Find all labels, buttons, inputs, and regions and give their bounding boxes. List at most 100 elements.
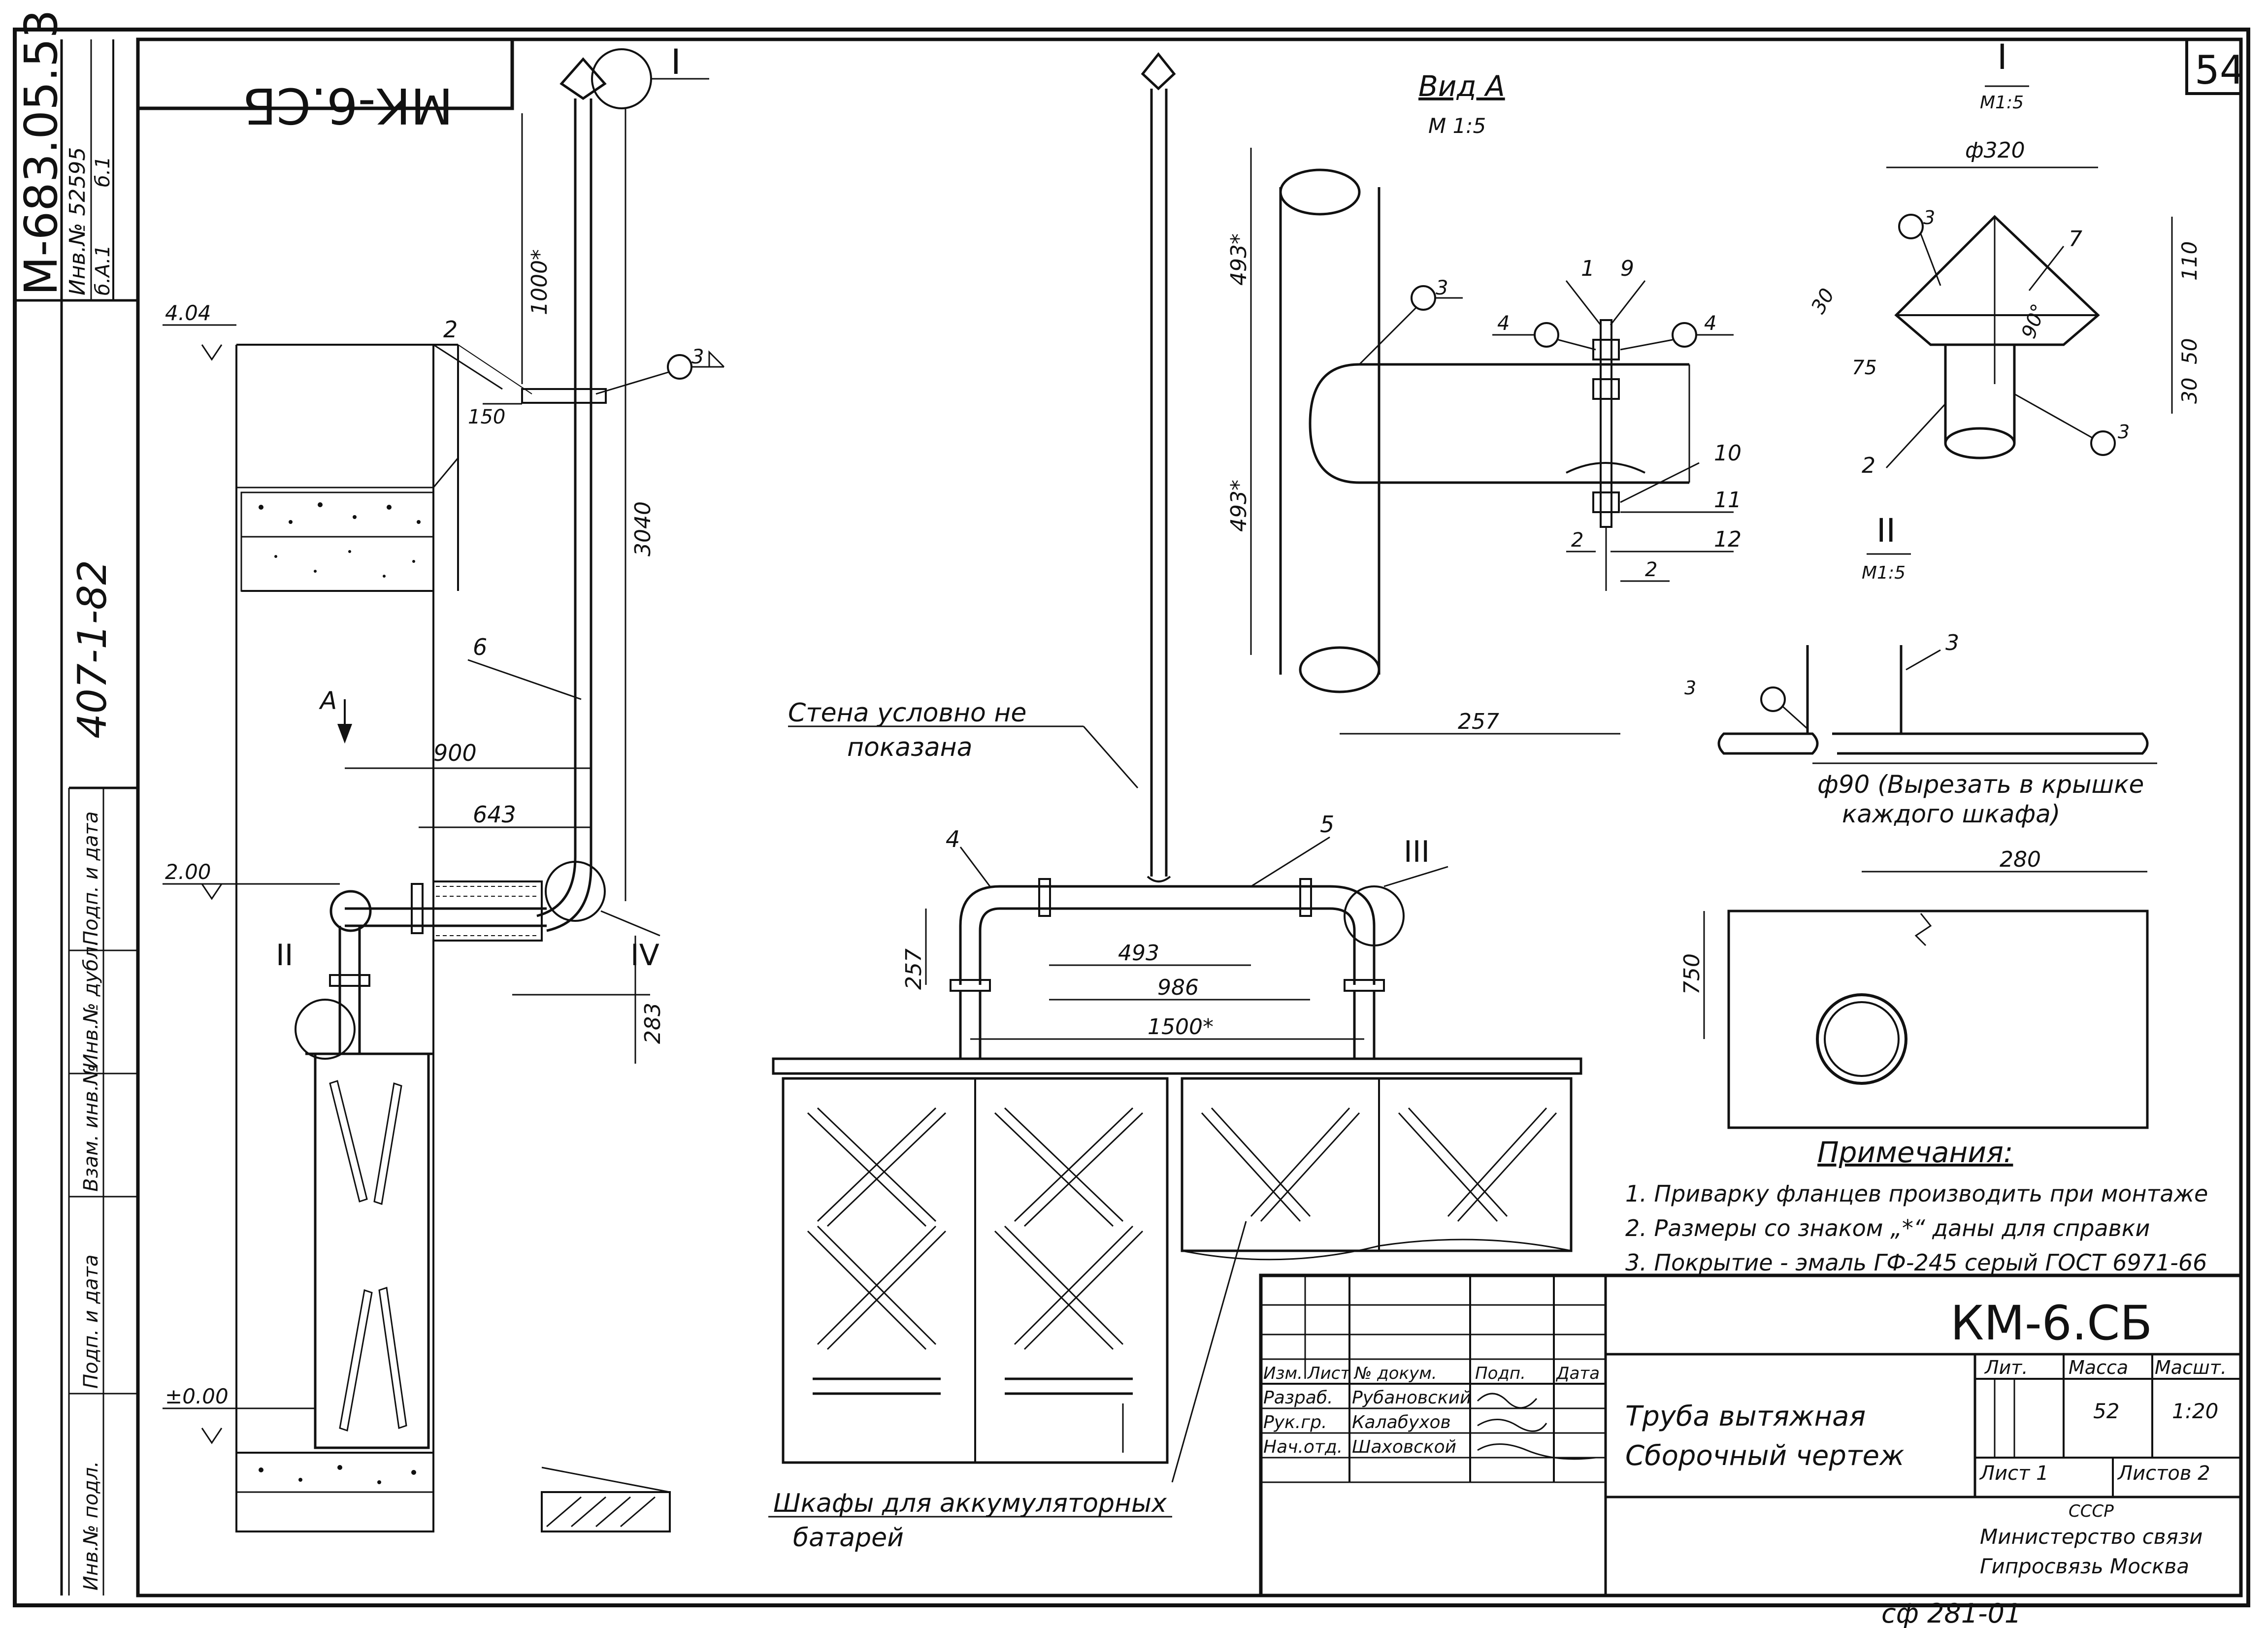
detail-iii-callout: [1344, 885, 1405, 946]
dim-150: 150: [468, 406, 505, 428]
view-a-pos-1: 1: [1581, 256, 1595, 281]
dim-493-b: 493*: [1226, 233, 1251, 286]
detail-i-pos-7: 7: [2069, 227, 2082, 252]
note-2: 2. Размеры со знаком „*“ даны для справк…: [1625, 1215, 2150, 1241]
tb-role-1: Разраб.: [1263, 1388, 1333, 1408]
weld-3-label: 3: [691, 346, 704, 368]
tb-header-doc: № докум.: [1353, 1364, 1437, 1383]
cutout-note-1: ф90 (Вырезать в крышке: [1817, 770, 2144, 799]
weld-3b-label: 3: [1436, 277, 1448, 299]
concrete-hatch: [259, 502, 421, 578]
tb-header-date: Дата: [1555, 1364, 1600, 1383]
angle-90: 90°: [2017, 301, 2050, 341]
tb-sheet: Лист 1: [1979, 1462, 2049, 1485]
side-elevation-view: I 2 3 IV II: [163, 42, 725, 1532]
view-a-scale: М 1:5: [1428, 114, 1486, 138]
view-a-pos-10: 10: [1714, 441, 1742, 466]
elev-404: 4.04: [165, 301, 211, 325]
detail-i-pos-2: 2: [1862, 453, 1875, 478]
pos-2-label: 2: [443, 316, 458, 343]
tb-name-2: Калабухов: [1352, 1412, 1451, 1433]
dim-30-b: 30: [2177, 378, 2202, 404]
detail-ii-label: II: [276, 938, 293, 973]
bottom-code: сф 281-01: [1881, 1598, 2021, 1628]
detail-ii-view: II М1:5 3 3 ф90 (Вырезать в крышке каждо…: [1684, 512, 2157, 828]
dim-2-a: 2: [1571, 529, 1583, 552]
detail-ii-pos-3: 3: [1945, 630, 1959, 655]
dim-257-b: 257: [1458, 709, 1499, 734]
dim-1500: 1500*: [1148, 1014, 1214, 1040]
dim-643: 643: [473, 801, 516, 828]
cabinet-vent-strips: [807, 1107, 1557, 1395]
tb-org-2: Министерство связи: [1980, 1525, 2202, 1549]
stamp-cell-2: Подп. и дата: [80, 1255, 102, 1389]
detail-iv-callout: [545, 861, 606, 922]
detail-i-title: I: [1997, 37, 2007, 77]
volume-a: б.1: [92, 156, 114, 187]
tb-role-3: Нач.отд.: [1263, 1437, 1343, 1457]
dim-280: 280: [2000, 847, 2041, 872]
elev-200: 2.00: [165, 860, 211, 884]
tb-name-1: Рубановский: [1352, 1388, 1471, 1408]
notes-block: Примечания: 1. Приварку фланцев производ…: [1625, 1136, 2208, 1276]
stamp-cell-1: Инв.№ подл.: [80, 1461, 102, 1591]
view-a-detail: Вид А М 1:5 3 4 4 1 9: [1226, 69, 1742, 735]
cabinets-label-1: Шкафы для аккумуляторных: [773, 1489, 1167, 1518]
dim-493-a: 493: [1118, 941, 1159, 966]
detail-i-label: I: [671, 42, 681, 82]
volume-b: б.А.1: [92, 245, 114, 295]
inventory-number: Инв.№ 52595: [65, 147, 90, 295]
dim-1000: 1000*: [527, 249, 552, 315]
tb-scale-header: Масшт.: [2155, 1357, 2227, 1378]
view-a-pos-9: 9: [1620, 256, 1634, 281]
tb-org-3: Гипросвязь Москва: [1980, 1554, 2189, 1578]
weld-3d-label: 3: [2118, 421, 2130, 443]
dim-493-c: 493*: [1226, 480, 1251, 532]
note-1: 1. Приварку фланцев производить при монт…: [1625, 1180, 2208, 1207]
detail-ii-callout: [295, 999, 356, 1060]
corner-code: М-683.05.53: [15, 9, 67, 295]
series-code: 407-1-82: [69, 560, 115, 739]
wall-note-line-1: Стена условно не: [788, 698, 1026, 728]
detail-iii-label: III: [1404, 835, 1430, 869]
tb-header-list: Лист: [1307, 1364, 1350, 1383]
tb-header-sign: Подп.: [1475, 1364, 1526, 1383]
dim-75: 75: [1852, 357, 1877, 379]
wall-note-line-2: показана: [847, 733, 972, 762]
front-view: III 4 5 Стена условно не показана 493 98…: [768, 52, 1582, 1553]
detail-i-scale: М1:5: [1980, 93, 2024, 113]
dim-900: 900: [433, 740, 477, 766]
elev-000: ±0.00: [165, 1384, 229, 1408]
arrow-a-label: А: [319, 686, 337, 715]
notes-title: Примечания:: [1817, 1136, 2013, 1169]
tb-drawing-code: КМ-6.СБ: [1950, 1296, 2152, 1351]
view-a-pos-12: 12: [1714, 527, 1742, 552]
tb-header-izm: Изм.: [1263, 1364, 1303, 1383]
tb-lit-header: Лит.: [1984, 1357, 2028, 1378]
cabinets-label-2: батарей: [793, 1523, 904, 1553]
stamp-cell-5: Подп. и дата: [80, 812, 102, 945]
weld-3e-label: 3: [1684, 677, 1696, 699]
tb-title-line-2: Сборочный чертеж: [1625, 1440, 1904, 1472]
pos-5-label: 5: [1320, 811, 1334, 838]
weld-4b-label: 4: [1704, 312, 1716, 335]
dim-30-a: 30: [1807, 285, 1839, 318]
dim-110: 110: [2177, 241, 2202, 281]
dim-2-b: 2: [1645, 558, 1657, 581]
left-stamp: М-683.05.53 Инв.№ 52595 б.А.1 б.1 407-1-…: [15, 9, 138, 1595]
signatures: [1477, 1393, 1596, 1460]
stamp-cell-4: Инв.№ дубл.: [80, 940, 102, 1069]
rotated-code-box: МК-6.СБ: [136, 37, 514, 134]
note-3: 3. Покрытие - эмаль ГФ-245 серый ГОСТ 69…: [1625, 1249, 2207, 1276]
pos-4-label: 4: [946, 826, 960, 852]
tb-sheets: Листов 2: [2117, 1462, 2210, 1485]
page-number: 54: [2195, 47, 2245, 93]
dim-320: ф320: [1965, 138, 2025, 163]
view-a-title: Вид А: [1418, 69, 1505, 103]
dim-986: 986: [1157, 975, 1199, 1000]
detail-i-view: I М1:5 ф320 110 50 30 30 75 90° 7 2 3 3: [1807, 37, 2202, 478]
tb-mass: 52: [2093, 1399, 2119, 1423]
title-block: Изм. Лист № докум. Подп. Дата Разраб. Ру…: [1259, 1273, 2243, 1597]
dim-750: 750: [1679, 953, 1705, 995]
